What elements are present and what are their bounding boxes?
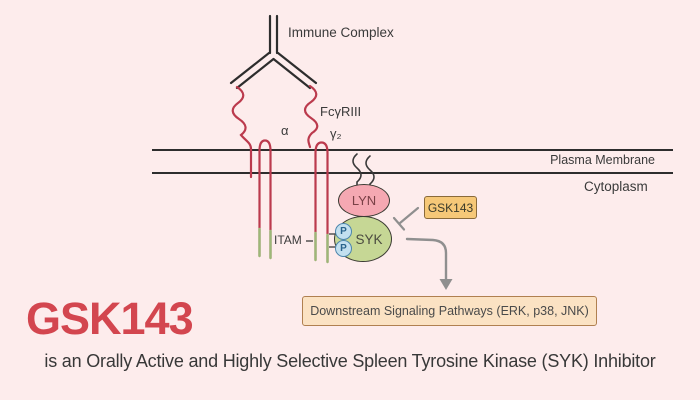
page-title: GSK143 xyxy=(26,293,194,344)
lyn-kinase-oval: LYN xyxy=(338,184,390,217)
plasma-membrane-label: Plasma Membrane xyxy=(550,153,655,167)
receptor-alpha-chain xyxy=(231,85,253,179)
gsk143-inhibitor-box: GSK143 xyxy=(424,196,477,219)
phosphate-circle: P xyxy=(335,240,352,257)
itam-label: ITAM xyxy=(274,233,302,247)
downstream-pathways-box: Downstream Signaling Pathways (ERK, p38,… xyxy=(302,296,597,326)
antibody-icon xyxy=(229,14,318,90)
plasma-membrane-lines xyxy=(152,149,673,174)
immune-complex-label: Immune Complex xyxy=(288,25,394,40)
receptor-gamma-chains xyxy=(258,84,329,264)
inhibition-tbar xyxy=(392,206,420,231)
signal-arrow xyxy=(405,237,453,290)
itam-green-segments xyxy=(258,227,329,264)
lyn-membrane-anchor-squiggles xyxy=(352,153,375,187)
page-subtitle: is an Orally Active and Highly Selective… xyxy=(44,351,656,371)
alpha-chain-label: α xyxy=(281,123,289,138)
fcgriii-label: FcγRIII xyxy=(320,104,362,119)
gamma2-chain-label: γ₂ xyxy=(330,126,342,141)
cytoplasm-label: Cytoplasm xyxy=(584,179,648,194)
phosphate-circle: P xyxy=(335,223,352,240)
